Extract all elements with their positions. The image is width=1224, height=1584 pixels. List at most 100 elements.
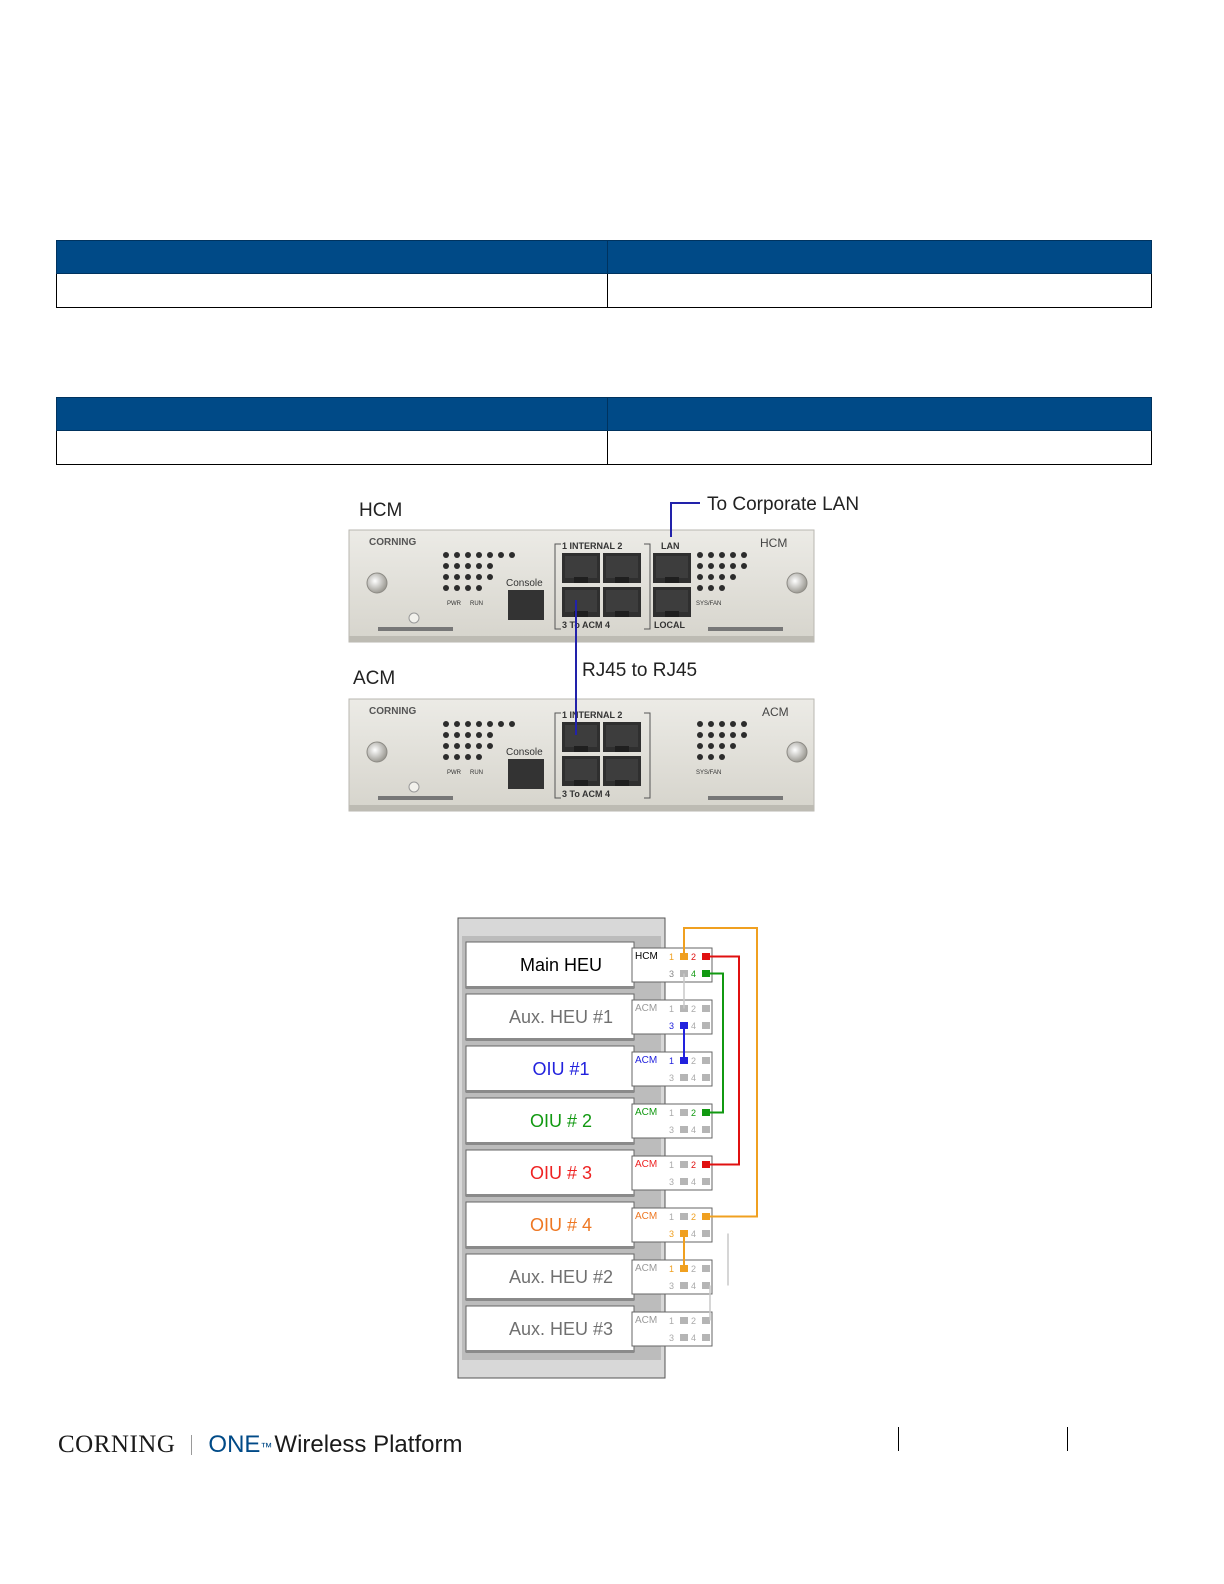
module-box — [631, 947, 713, 983]
table-2 — [56, 397, 1152, 465]
port-number: 2 — [691, 1160, 696, 1170]
acm-to-acm-label: 3 To ACM 4 — [562, 789, 610, 799]
hcm-console-label: Console — [506, 578, 543, 589]
interconnect-cable — [706, 972, 724, 1114]
module-box — [631, 999, 713, 1035]
acm-right-screw-icon — [786, 741, 808, 763]
acm-console-port — [508, 759, 544, 789]
hcm-run-label: RUN — [470, 601, 483, 607]
port-number: 4 — [691, 969, 696, 979]
rack-unit-label: OIU # 3 — [530, 1163, 592, 1183]
port-number: 2 — [691, 952, 696, 962]
module-box — [631, 1155, 713, 1191]
port-number: 1 — [669, 1264, 674, 1274]
port-number: 2 — [691, 1316, 696, 1326]
hcm-eject-lever — [378, 627, 453, 631]
acm-internal-label: 1 INTERNAL 2 — [562, 710, 622, 720]
module-label: ACM — [635, 1003, 657, 1014]
port-number: 4 — [691, 1177, 696, 1187]
port-square — [680, 1161, 688, 1168]
rack-unit-label: OIU # 4 — [530, 1215, 592, 1235]
port-number: 1 — [669, 1316, 674, 1326]
port-number: 1 — [669, 1056, 674, 1066]
port-square — [702, 1317, 710, 1324]
acm-run-label: RUN — [470, 770, 483, 776]
port-number: 1 — [669, 1160, 674, 1170]
table-1-header-cell-1 — [56, 240, 608, 274]
hcm-to-acm-label: 3 To ACM 4 — [562, 620, 610, 630]
table-1-cell-1 — [56, 273, 608, 308]
port-number: 2 — [691, 1212, 696, 1222]
port-number: 3 — [669, 1021, 674, 1031]
module-label: ACM — [635, 1107, 657, 1118]
port-number: 4 — [691, 1333, 696, 1343]
rack-unit-label: OIU #1 — [532, 1059, 589, 1079]
product-name: Wireless Platform — [274, 1431, 463, 1458]
port-number: 1 — [669, 952, 674, 962]
port-square — [702, 1005, 710, 1012]
rack-unit-label: OIU # 2 — [530, 1111, 592, 1131]
port-square — [680, 1213, 688, 1220]
acm-module-name: ACM — [762, 705, 789, 719]
port-number: 3 — [669, 1073, 674, 1083]
hcm-pwr-label: PWR — [447, 601, 462, 607]
table-2-header-cell-1 — [56, 397, 608, 431]
rack-unit-label: Aux. HEU #3 — [509, 1319, 613, 1339]
corning-wordmark: CORNING — [58, 1431, 176, 1458]
module-label: ACM — [635, 1055, 657, 1066]
acm-pwr-label: PWR — [447, 770, 462, 776]
port-number: 2 — [691, 1108, 696, 1118]
port-number: 2 — [691, 1004, 696, 1014]
port-square — [702, 1282, 710, 1289]
hcm-brand: CORNING — [369, 537, 416, 548]
rack-unit-label: Main HEU — [520, 955, 602, 975]
rack-unit-label: Aux. HEU #1 — [509, 1007, 613, 1027]
rack-unit-label: Aux. HEU #2 — [509, 1267, 613, 1287]
port-number: 4 — [691, 1229, 696, 1239]
lan-callout: To Corporate LAN — [707, 494, 859, 515]
table-2-header-cell-2 — [607, 397, 1152, 431]
table-1-cell-2 — [607, 273, 1152, 308]
hcm-label: HCM — [359, 500, 402, 521]
hcm-module-name: HCM — [760, 536, 787, 550]
port-square — [680, 1334, 688, 1341]
port-square — [680, 1282, 688, 1289]
port-square — [702, 1178, 710, 1185]
port-number: 3 — [669, 1177, 674, 1187]
port-number: 1 — [669, 1004, 674, 1014]
module-label: ACM — [635, 1211, 657, 1222]
acm-module: CORNING Console PWR RUN 1 INTERNAL 2 3 T… — [348, 698, 815, 812]
hcm-left-screw-icon — [366, 572, 388, 594]
acm-brand: CORNING — [369, 706, 416, 717]
acm-label: ACM — [353, 668, 395, 689]
module-box — [631, 1311, 713, 1347]
port-number: 4 — [691, 1073, 696, 1083]
footer-divider-2 — [1067, 1427, 1068, 1451]
hcm-console-port — [508, 590, 544, 620]
acm-eject-lever — [378, 796, 453, 800]
footer-logo-separator — [191, 1435, 193, 1455]
acm-console-label: Console — [506, 747, 543, 758]
port-number: 4 — [691, 1281, 696, 1291]
module-box — [631, 1103, 713, 1139]
acm-left-screw-icon — [366, 741, 388, 763]
module-label: HCM — [635, 951, 658, 962]
port-number: 4 — [691, 1125, 696, 1135]
hcm-local-port-label: LOCAL — [654, 620, 685, 630]
lan-callout-line — [670, 502, 700, 537]
port-number: 3 — [669, 1333, 674, 1343]
hcm-internal-label: 1 INTERNAL 2 — [562, 541, 622, 551]
rack-unit: Aux. HEU #1 ACM 1 2 3 4 — [465, 993, 713, 1041]
port-square — [702, 1057, 710, 1064]
interconnect-cable — [683, 927, 758, 1218]
table-2-cell-1 — [56, 430, 608, 465]
port-number: 4 — [691, 1021, 696, 1031]
one-wordmark: ONE — [208, 1431, 261, 1458]
